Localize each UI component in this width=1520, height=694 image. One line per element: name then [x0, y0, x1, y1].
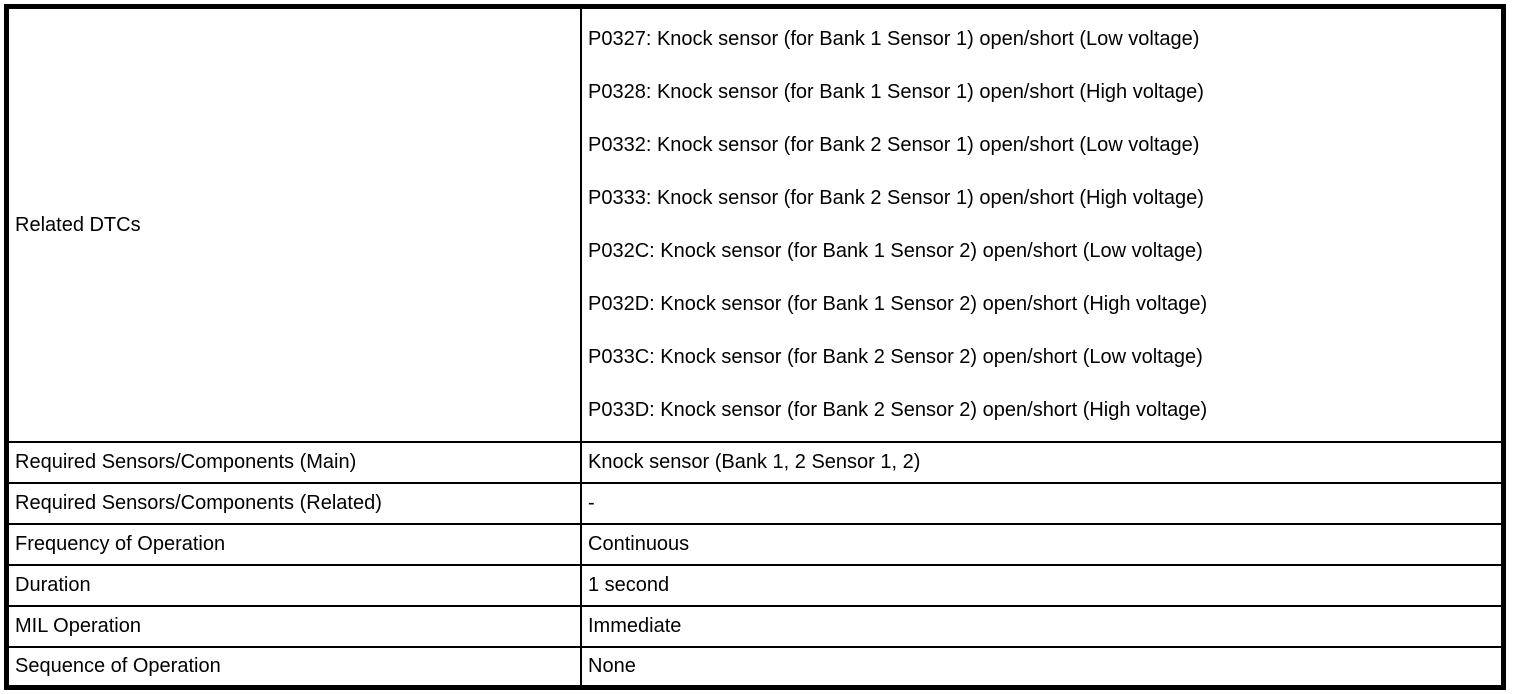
dtc-line: P0328: Knock sensor (for Bank 1 Sensor 1… — [588, 81, 1204, 104]
row-value-duration: 1 second — [580, 563, 1505, 607]
dtc-line: P032D: Knock sensor (for Bank 1 Sensor 2… — [588, 293, 1208, 316]
dtc-line: P0332: Knock sensor (for Bank 2 Sensor 1… — [588, 134, 1200, 157]
table-row-sequence: Sequence of Operation None — [5, 645, 1505, 689]
row-label-required-main: Required Sensors/Components (Main) — [5, 440, 582, 484]
row-label-duration: Duration — [5, 563, 582, 607]
table-row-frequency: Frequency of Operation Continuous — [5, 522, 1505, 566]
dtc-line: P032C: Knock sensor (for Bank 1 Sensor 2… — [588, 240, 1203, 263]
row-value-required-main: Knock sensor (Bank 1, 2 Sensor 1, 2) — [580, 440, 1505, 484]
dtc-line: P033D: Knock sensor (for Bank 2 Sensor 2… — [588, 399, 1208, 422]
row-value-mil-operation: Immediate — [580, 604, 1505, 648]
row-value-frequency: Continuous — [580, 522, 1505, 566]
dtc-line: P0333: Knock sensor (for Bank 2 Sensor 1… — [588, 187, 1204, 210]
table-row-required-related: Required Sensors/Components (Related) - — [5, 481, 1505, 525]
table-row-mil-operation: MIL Operation Immediate — [5, 604, 1505, 648]
row-label-sequence: Sequence of Operation — [5, 645, 582, 689]
dtc-line: P033C: Knock sensor (for Bank 2 Sensor 2… — [588, 346, 1203, 369]
table-row-related-dtcs: Related DTCs P0327: Knock sensor (for Ba… — [5, 5, 1505, 443]
dtc-line-list: P0327: Knock sensor (for Bank 1 Sensor 1… — [588, 13, 1493, 437]
dtc-line: P0327: Knock sensor (for Bank 1 Sensor 1… — [588, 28, 1200, 51]
row-value-sequence: None — [580, 645, 1505, 689]
row-value-required-related: - — [580, 481, 1505, 525]
row-label-required-related: Required Sensors/Components (Related) — [5, 481, 582, 525]
row-label-mil-operation: MIL Operation — [5, 604, 582, 648]
row-value-related-dtcs: P0327: Knock sensor (for Bank 1 Sensor 1… — [580, 5, 1505, 443]
row-label-frequency: Frequency of Operation — [5, 522, 582, 566]
dtc-spec-table: Related DTCs P0327: Knock sensor (for Ba… — [4, 4, 1506, 690]
row-label-related-dtcs: Related DTCs — [5, 5, 582, 443]
table-row-required-main: Required Sensors/Components (Main) Knock… — [5, 440, 1505, 484]
table-row-duration: Duration 1 second — [5, 563, 1505, 607]
